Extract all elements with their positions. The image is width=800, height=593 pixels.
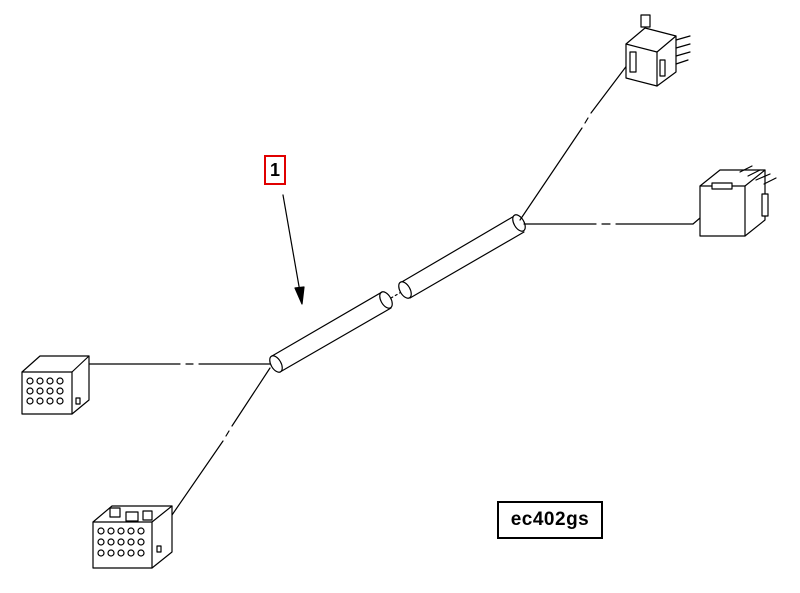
connector-right bbox=[699, 165, 777, 237]
wire-left-lower bbox=[171, 367, 271, 516]
harness-tube-left bbox=[269, 291, 393, 373]
harness-tube-right bbox=[398, 214, 526, 299]
callout-leader bbox=[282, 194, 305, 305]
wire-right-upper bbox=[519, 63, 629, 221]
connector-top-right bbox=[625, 14, 691, 87]
wire-right-lower bbox=[523, 217, 701, 225]
connector-bottom-left-15pin bbox=[92, 505, 173, 569]
callout-item-1[interactable]: 1 bbox=[264, 155, 286, 185]
drawing-code-label: ec402gs bbox=[497, 501, 603, 539]
connector-left-12pin bbox=[21, 355, 90, 415]
